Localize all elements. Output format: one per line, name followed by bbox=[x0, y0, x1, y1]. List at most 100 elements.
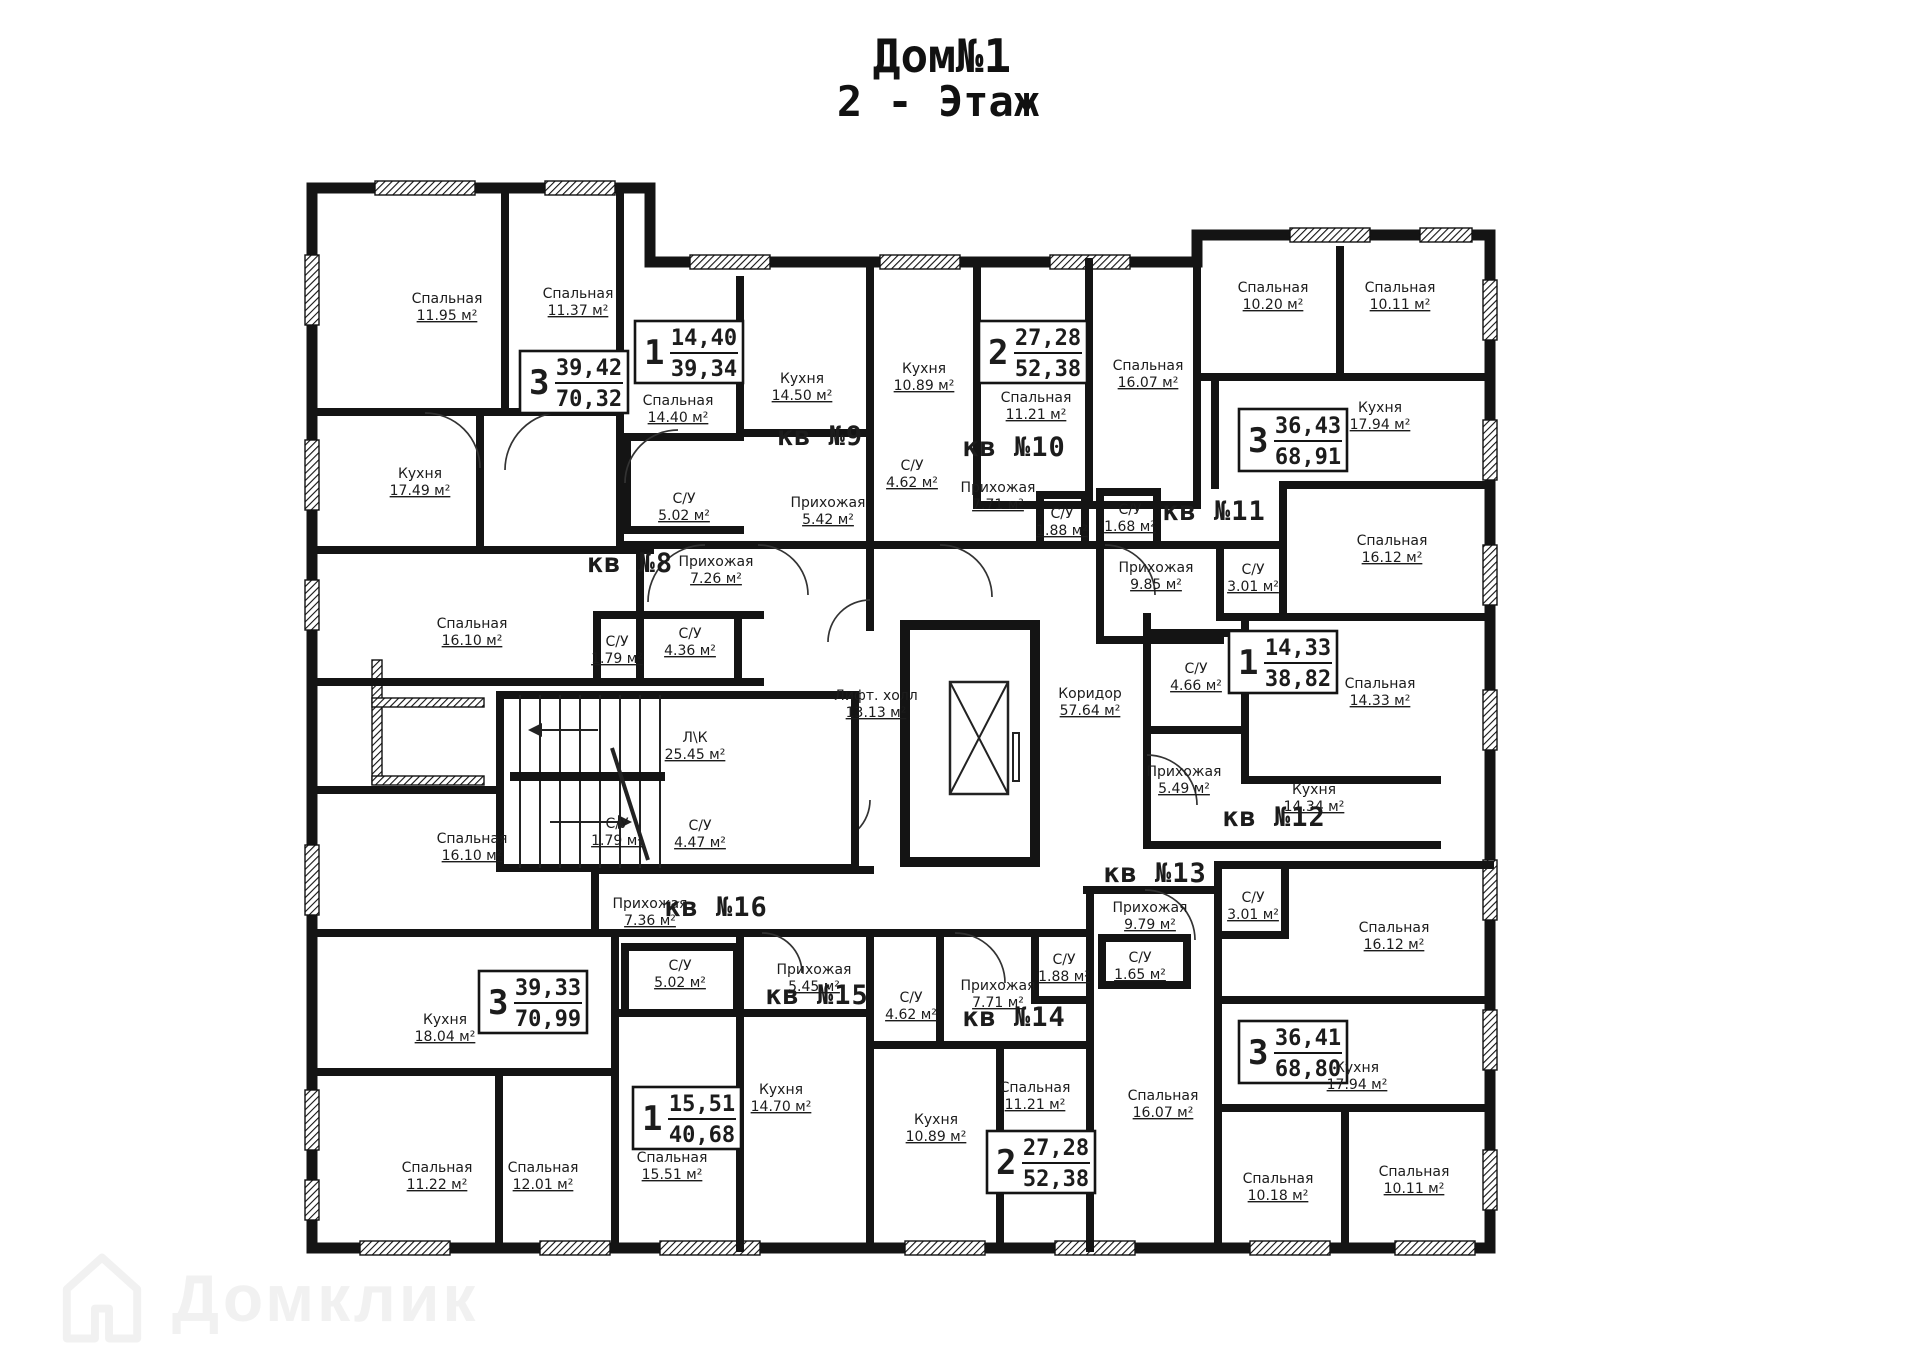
svg-text:15,51: 15,51 bbox=[669, 1092, 735, 1117]
svg-text:1: 1 bbox=[642, 1099, 662, 1139]
apartment-number-label: кв №16 bbox=[664, 892, 768, 923]
svg-text:27,28: 27,28 bbox=[1023, 1136, 1089, 1161]
svg-text:39,33: 39,33 bbox=[515, 976, 581, 1001]
svg-text:27,28: 27,28 bbox=[1015, 326, 1081, 351]
apartment-badge: 1 14,33 38,82 bbox=[1227, 629, 1339, 695]
domklik-house-icon bbox=[62, 1253, 142, 1343]
svg-text:3: 3 bbox=[488, 983, 508, 1023]
domklik-watermark: Домклик bbox=[58, 1248, 478, 1348]
svg-text:14,40: 14,40 bbox=[671, 326, 737, 351]
svg-text:68,80: 68,80 bbox=[1275, 1057, 1341, 1082]
svg-text:70,99: 70,99 bbox=[515, 1007, 581, 1032]
svg-text:39,42: 39,42 bbox=[556, 356, 622, 381]
apartment-number-label: кв №8 bbox=[587, 548, 673, 579]
apartment-number-label: кв №10 bbox=[962, 432, 1066, 463]
apartment-number-label: кв №13 bbox=[1103, 858, 1207, 889]
apartment-number-label: кв №15 bbox=[765, 980, 869, 1011]
apartment-number-label: кв №11 bbox=[1162, 496, 1266, 527]
svg-text:40,68: 40,68 bbox=[669, 1123, 735, 1148]
svg-text:2: 2 bbox=[996, 1143, 1016, 1183]
apartment-number-label: кв №12 bbox=[1222, 802, 1326, 833]
plan-title: Дом№1 bbox=[873, 29, 1011, 83]
window-hatches bbox=[304, 180, 1498, 1256]
stair-arrow-down bbox=[618, 815, 632, 829]
svg-text:1: 1 bbox=[1238, 643, 1258, 683]
stair-arrow-up bbox=[528, 723, 542, 737]
svg-text:39,34: 39,34 bbox=[671, 357, 737, 382]
apartment-badge: 2 27,28 52,38 bbox=[977, 319, 1089, 385]
svg-text:70,32: 70,32 bbox=[556, 387, 622, 412]
stair-stringer bbox=[510, 772, 665, 781]
apartment-number-label: кв №9 bbox=[777, 421, 863, 452]
svg-text:2: 2 bbox=[988, 333, 1008, 373]
plan-subtitle-floor: 2 - Этаж bbox=[837, 77, 1040, 126]
svg-text:3: 3 bbox=[1248, 421, 1268, 461]
apartment-number-label: кв №14 bbox=[962, 1002, 1066, 1033]
svg-text:52,38: 52,38 bbox=[1023, 1167, 1089, 1192]
svg-text:14,33: 14,33 bbox=[1265, 636, 1331, 661]
elevator-shaft bbox=[900, 620, 1040, 867]
apartment-badge: 3 39,33 70,99 bbox=[477, 969, 589, 1035]
watermark-text: Домклик bbox=[172, 1261, 479, 1335]
svg-text:38,82: 38,82 bbox=[1265, 667, 1331, 692]
apartment-badge: 1 14,40 39,34 bbox=[633, 319, 745, 385]
svg-text:1: 1 bbox=[644, 333, 664, 373]
svg-text:36,43: 36,43 bbox=[1275, 414, 1341, 439]
svg-text:3: 3 bbox=[1248, 1033, 1268, 1073]
apartment-badge: 1 15,51 40,68 bbox=[631, 1085, 743, 1151]
svg-text:52,38: 52,38 bbox=[1015, 357, 1081, 382]
